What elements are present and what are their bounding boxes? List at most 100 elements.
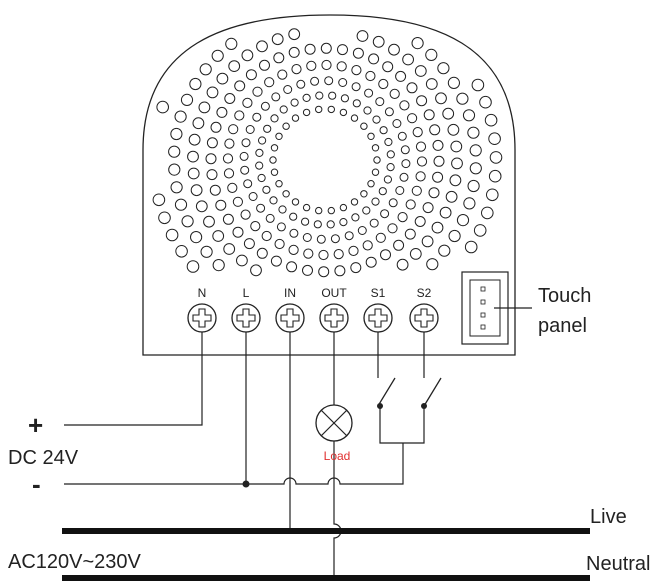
- vent-hole: [362, 240, 373, 251]
- vent-hole: [240, 209, 251, 220]
- vent-hole: [412, 127, 423, 138]
- vent-hole: [479, 95, 492, 109]
- vent-hole: [256, 203, 266, 213]
- vent-hole: [367, 180, 375, 188]
- vent-hole: [275, 132, 283, 141]
- vent-hole: [242, 97, 253, 109]
- vent-hole: [286, 261, 298, 273]
- vent-hole: [351, 65, 362, 76]
- vent-hole: [223, 168, 235, 179]
- vent-hole: [210, 121, 222, 133]
- vent-hole: [324, 76, 334, 86]
- vent-hole: [211, 49, 224, 62]
- vent-hole: [200, 245, 213, 258]
- vent-hole: [375, 97, 385, 107]
- vent-hole: [447, 123, 460, 136]
- vent-hole: [431, 221, 444, 234]
- vent-hole: [486, 188, 499, 202]
- vent-hole: [186, 260, 200, 273]
- vent-hole: [399, 100, 410, 111]
- vent-hole: [445, 190, 458, 203]
- vent-hole: [438, 244, 451, 257]
- vent-hole: [198, 101, 211, 114]
- vent-hole: [270, 255, 282, 267]
- vent-hole: [469, 162, 482, 175]
- vent-hole: [277, 69, 288, 80]
- vent-hole: [206, 86, 219, 99]
- vent-hole: [423, 109, 435, 121]
- vent-hole: [236, 254, 248, 267]
- vent-hole: [205, 153, 217, 165]
- vent-hole: [388, 198, 398, 208]
- dc-voltage-label: DC 24V: [8, 447, 79, 469]
- vent-hole: [174, 110, 187, 123]
- vent-hole: [275, 180, 283, 188]
- vent-hole: [250, 221, 261, 232]
- vent-hole: [467, 126, 480, 139]
- vent-hole: [199, 63, 212, 76]
- vent-hole: [352, 99, 361, 108]
- vent-hole: [260, 101, 270, 111]
- switch-s1-icon: [377, 377, 396, 407]
- vent-hole: [451, 157, 463, 170]
- terminal-screw-l: [231, 303, 261, 333]
- vent-hole: [350, 114, 359, 122]
- vent-hole: [380, 209, 390, 219]
- vent-hole: [296, 79, 306, 89]
- vent-hole: [302, 108, 311, 117]
- vent-hole: [265, 213, 275, 223]
- vent-hole: [351, 213, 360, 222]
- vent-hole: [328, 91, 337, 100]
- vent-hole: [428, 187, 440, 199]
- vent-hole: [397, 131, 407, 141]
- vent-hole: [290, 98, 299, 107]
- vent-hole: [315, 105, 323, 114]
- vent-hole: [302, 93, 311, 103]
- vent-hole: [248, 192, 258, 201]
- vent-hole: [250, 264, 262, 277]
- vent-hole: [190, 184, 203, 197]
- vent-hole: [269, 156, 277, 164]
- vent-hole: [395, 186, 405, 195]
- vent-hole: [435, 92, 447, 105]
- vent-hole: [212, 230, 225, 242]
- vent-hole: [195, 200, 208, 213]
- vent-hole: [371, 168, 380, 176]
- vent-hole: [344, 231, 354, 241]
- vent-hole: [433, 155, 445, 167]
- vent-hole: [387, 223, 398, 234]
- vent-hole: [388, 43, 400, 56]
- vent-hole: [372, 115, 381, 124]
- vent-hole: [338, 78, 348, 87]
- terminal-screw-s1: [363, 303, 393, 333]
- vent-hole: [365, 70, 376, 82]
- vent-hole: [327, 206, 335, 215]
- vent-hole: [224, 138, 235, 149]
- vent-hole: [399, 172, 409, 182]
- vent-hole: [379, 126, 388, 135]
- terminal-label-out: OUT: [321, 286, 347, 300]
- vent-hole: [257, 173, 266, 183]
- vent-hole: [437, 62, 450, 75]
- vent-hole: [489, 151, 503, 164]
- vent-hole: [222, 213, 234, 225]
- vent-hole: [315, 91, 324, 100]
- vent-hole: [389, 88, 400, 100]
- load-label: Load: [324, 449, 351, 463]
- vent-hole: [241, 138, 251, 148]
- vent-hole: [415, 141, 427, 152]
- vent-hole: [252, 86, 263, 97]
- vent-hole: [429, 124, 441, 136]
- wire-dc-minus: [64, 443, 404, 485]
- vent-hole: [313, 220, 322, 229]
- vent-hole: [352, 47, 364, 59]
- terminal-label-in: IN: [284, 286, 296, 300]
- vent-hole: [337, 44, 348, 56]
- vent-hole: [384, 137, 393, 147]
- vent-hole: [306, 60, 317, 72]
- vent-hole: [192, 117, 205, 130]
- vent-hole: [339, 218, 348, 227]
- vent-hole: [187, 150, 199, 163]
- vent-hole: [158, 211, 171, 225]
